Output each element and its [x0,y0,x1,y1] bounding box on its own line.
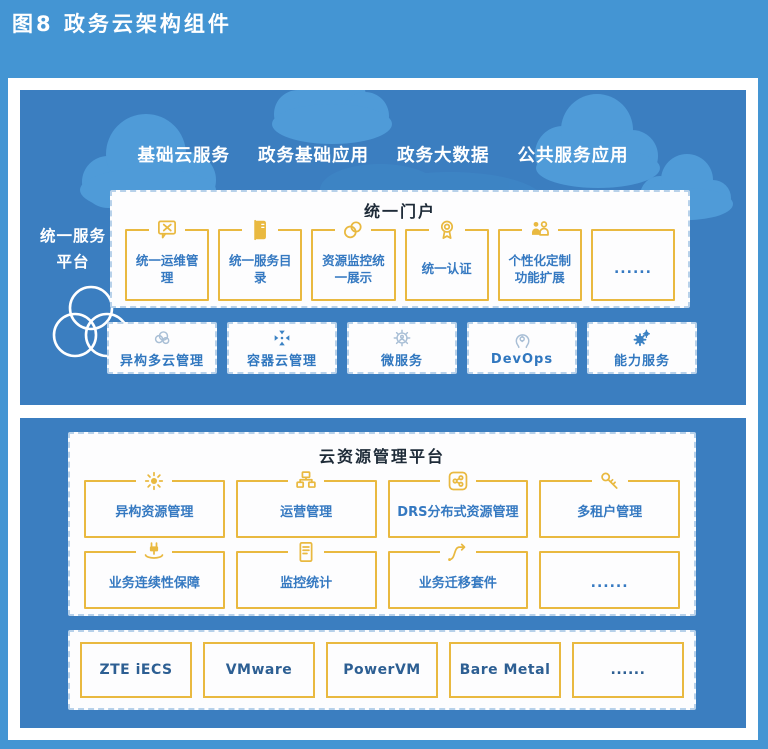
platform-label-line1: 统一服务 [39,227,106,245]
portal-item-label: 资源监控统一展示 [322,252,385,285]
portal-item-label: 个性化定制功能扩展 [508,252,572,285]
portal-item-service-catalog: 统一服务目录 [218,217,303,301]
service-item-label: 容器云管理 [246,354,317,369]
platform-services-row: 异构多云管理 容器云管理 微服务 DevOps 能力服务 [107,322,697,374]
crp-item-hetero-resource: 异构资源管理 [84,468,225,538]
service-item-multicloud: 异构多云管理 [107,322,217,374]
portal-item-unified-auth: 统一认证 [404,217,489,301]
crp-item-monitor-stats: 监控统计 [235,539,377,609]
cloud-label-basic-cloud: 基础云服务 [137,146,230,166]
monitor-display-icon [335,217,372,243]
tenant-key-icon [591,468,628,494]
crp-item-label: 监控统计 [280,575,333,591]
crp-item-label: 业务连续性保障 [108,575,200,591]
cloud-resource-platform-title: 云资源管理平台 [318,447,445,466]
crp-item-multi-tenant: 多租户管理 [539,468,680,538]
container-compress-icon [271,327,293,349]
cloud-label-gov-basic-app: 政务基础应用 [258,146,369,166]
unified-service-platform-panel: 基础云服务 政务基础应用 政务大数据 公共服务应用 统一服务 平台 统一门户 统… [20,90,746,405]
crp-item-label: 业务迁移套件 [418,575,497,591]
portal-item-ops-management: 统一运维管理 [125,217,210,301]
hypervisor-bare-metal: Bare Metal [449,642,561,698]
crp-item-continuity: 业务连续性保障 [84,539,225,609]
hypervisor-panel: ZTE iECS VMware PowerVM Bare Metal .....… [68,630,696,710]
portal-item-resource-monitor: 资源监控统一展示 [311,217,396,301]
service-item-label: DevOps [490,352,554,367]
platform-label-line2: 平台 [56,252,90,271]
service-item-capability: 能力服务 [587,322,697,374]
crp-item-label: ...... [590,575,629,592]
certification-medal-icon [428,217,465,243]
architecture-board: 基础云服务 政务基础应用 政务大数据 公共服务应用 统一服务 平台 统一门户 统… [8,78,758,740]
personalization-people-icon [521,217,558,243]
crp-item-label: DRS分布式资源管理 [397,504,519,520]
crp-item-drs: DRS分布式资源管理 [387,468,529,538]
cloud-label-gov-bigdata: 政务大数据 [397,146,490,166]
migration-route-icon [439,539,476,565]
hypervisor-powervm: PowerVM [326,642,438,698]
crp-item-label: 异构资源管理 [115,504,194,520]
service-item-microservice: 微服务 [347,322,457,374]
service-item-label: 微服务 [380,354,423,369]
portal-item-label: 统一服务目录 [229,252,292,285]
devops-head-icon [511,329,533,351]
crp-item-migration: 业务迁移套件 [387,539,529,609]
crp-item-operation-mgmt: 运营管理 [235,468,377,538]
ops-tools-icon [149,217,186,243]
multi-cloud-icon [151,327,173,349]
microservice-gear-icon [391,327,413,349]
portal-item-personalization: 个性化定制功能扩展 [497,217,582,301]
hetero-resource-icon [136,468,173,494]
hypervisor-more: ...... [572,642,684,698]
hypervisor-vmware: VMware [203,642,315,698]
monitor-stats-icon [288,539,325,565]
unified-portal-title: 统一门户 [363,202,436,221]
service-item-devops: DevOps [467,322,577,374]
figure-caption: 图8 政务云架构组件 [12,12,232,36]
portal-item-label: 统一认证 [421,261,472,277]
service-catalog-icon [242,217,279,243]
crp-item-label: 运营管理 [280,504,333,520]
operation-network-icon [288,468,325,494]
portal-item-label: 统一运维管理 [135,252,199,285]
service-item-label: 能力服务 [613,354,670,369]
crp-row-2: 业务连续性保障 监控统计 业务迁移套件 ...... [84,539,680,609]
cloud-label-public-service-app: 公共服务应用 [517,146,629,166]
cloud-service-labels: 基础云服务 政务基础应用 政务大数据 公共服务应用 [20,142,746,167]
crp-item-label: 多租户管理 [577,504,643,520]
portal-item-more: ...... [590,229,676,301]
portal-items-row: 统一运维管理 统一服务目录 资源监控统一展示 统一认证 个性化定制功能扩展 [125,217,676,301]
capability-gears-icon [631,327,653,349]
crp-row-1: 异构资源管理 运营管理 DRS分布式资源管理 多租户管理 [84,468,680,538]
unified-portal-panel: 统一门户 统一运维管理 统一服务目录 资源监控统一展示 统一认证 [110,190,690,308]
crp-item-more: ...... [539,551,680,609]
service-item-container: 容器云管理 [227,322,337,374]
service-item-label: 异构多云管理 [119,354,204,369]
panel-divider [20,405,746,418]
cloud-resource-platform-panel: 云资源管理平台 异构资源管理 运营管理 DRS分布式资源管理 多租户管理 [68,432,696,616]
drs-share-icon [439,468,476,494]
unified-service-platform-label: 统一服务 平台 [26,224,120,275]
portal-item-label: ...... [613,261,652,278]
cloud-resource-section-panel: 云资源管理平台 异构资源管理 运营管理 DRS分布式资源管理 多租户管理 [20,418,746,728]
hypervisor-zte-iecs: ZTE iECS [80,642,192,698]
continuity-plug-icon [136,539,173,565]
